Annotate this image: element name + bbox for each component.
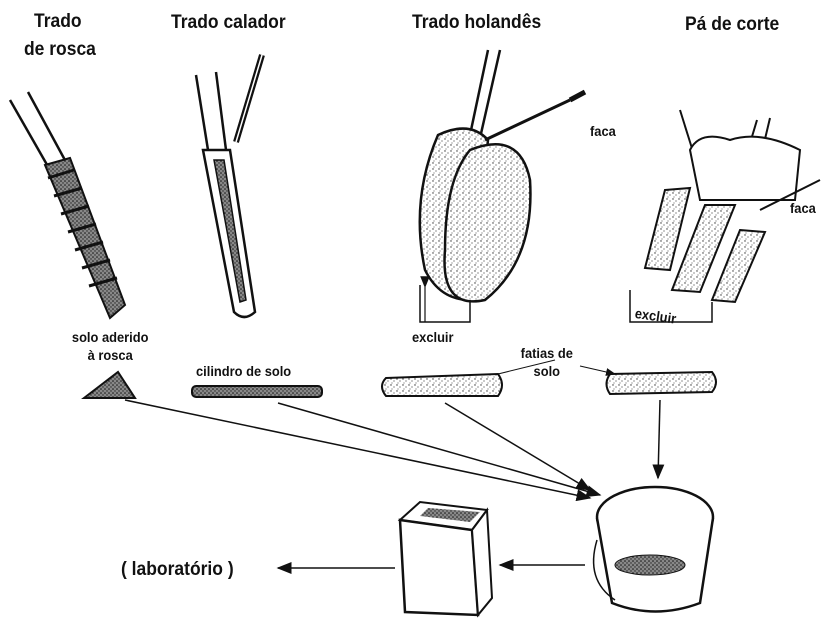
spade-illustration <box>630 110 820 322</box>
probe-auger-title: Trado calador <box>171 13 286 33</box>
spade-knife-label: faca <box>790 201 816 216</box>
dutch-auger-illustration <box>420 50 585 322</box>
slices-label-line2: solo <box>510 364 584 379</box>
sample-bag-illustration <box>400 502 492 615</box>
screw-sample-pile <box>84 372 135 398</box>
soil-cylinder-label: cilindro de solo <box>196 364 291 379</box>
spade-title: Pá de corte <box>685 15 779 35</box>
dutch-auger-exclude-label: excluir <box>412 330 454 345</box>
laboratory-label: ( laboratório ) <box>121 560 234 580</box>
soil-cylinder-sample <box>192 386 322 397</box>
dutch-auger-title: Trado holandês <box>412 13 541 33</box>
slices-label-line1: fatias de <box>510 346 584 361</box>
screw-auger-title-line1: Trado <box>34 12 82 32</box>
probe-auger-illustration <box>196 55 262 317</box>
screw-auger-title-line2: de rosca <box>24 40 96 60</box>
flow-arrows <box>125 400 660 568</box>
screw-auger-illustration <box>10 92 125 318</box>
dutch-auger-knife-label: faca <box>590 124 616 139</box>
screw-sample-label-line1: solo aderido <box>55 330 165 345</box>
bucket-illustration <box>594 487 713 612</box>
screw-sample-label-line2: à rosca <box>55 348 165 363</box>
